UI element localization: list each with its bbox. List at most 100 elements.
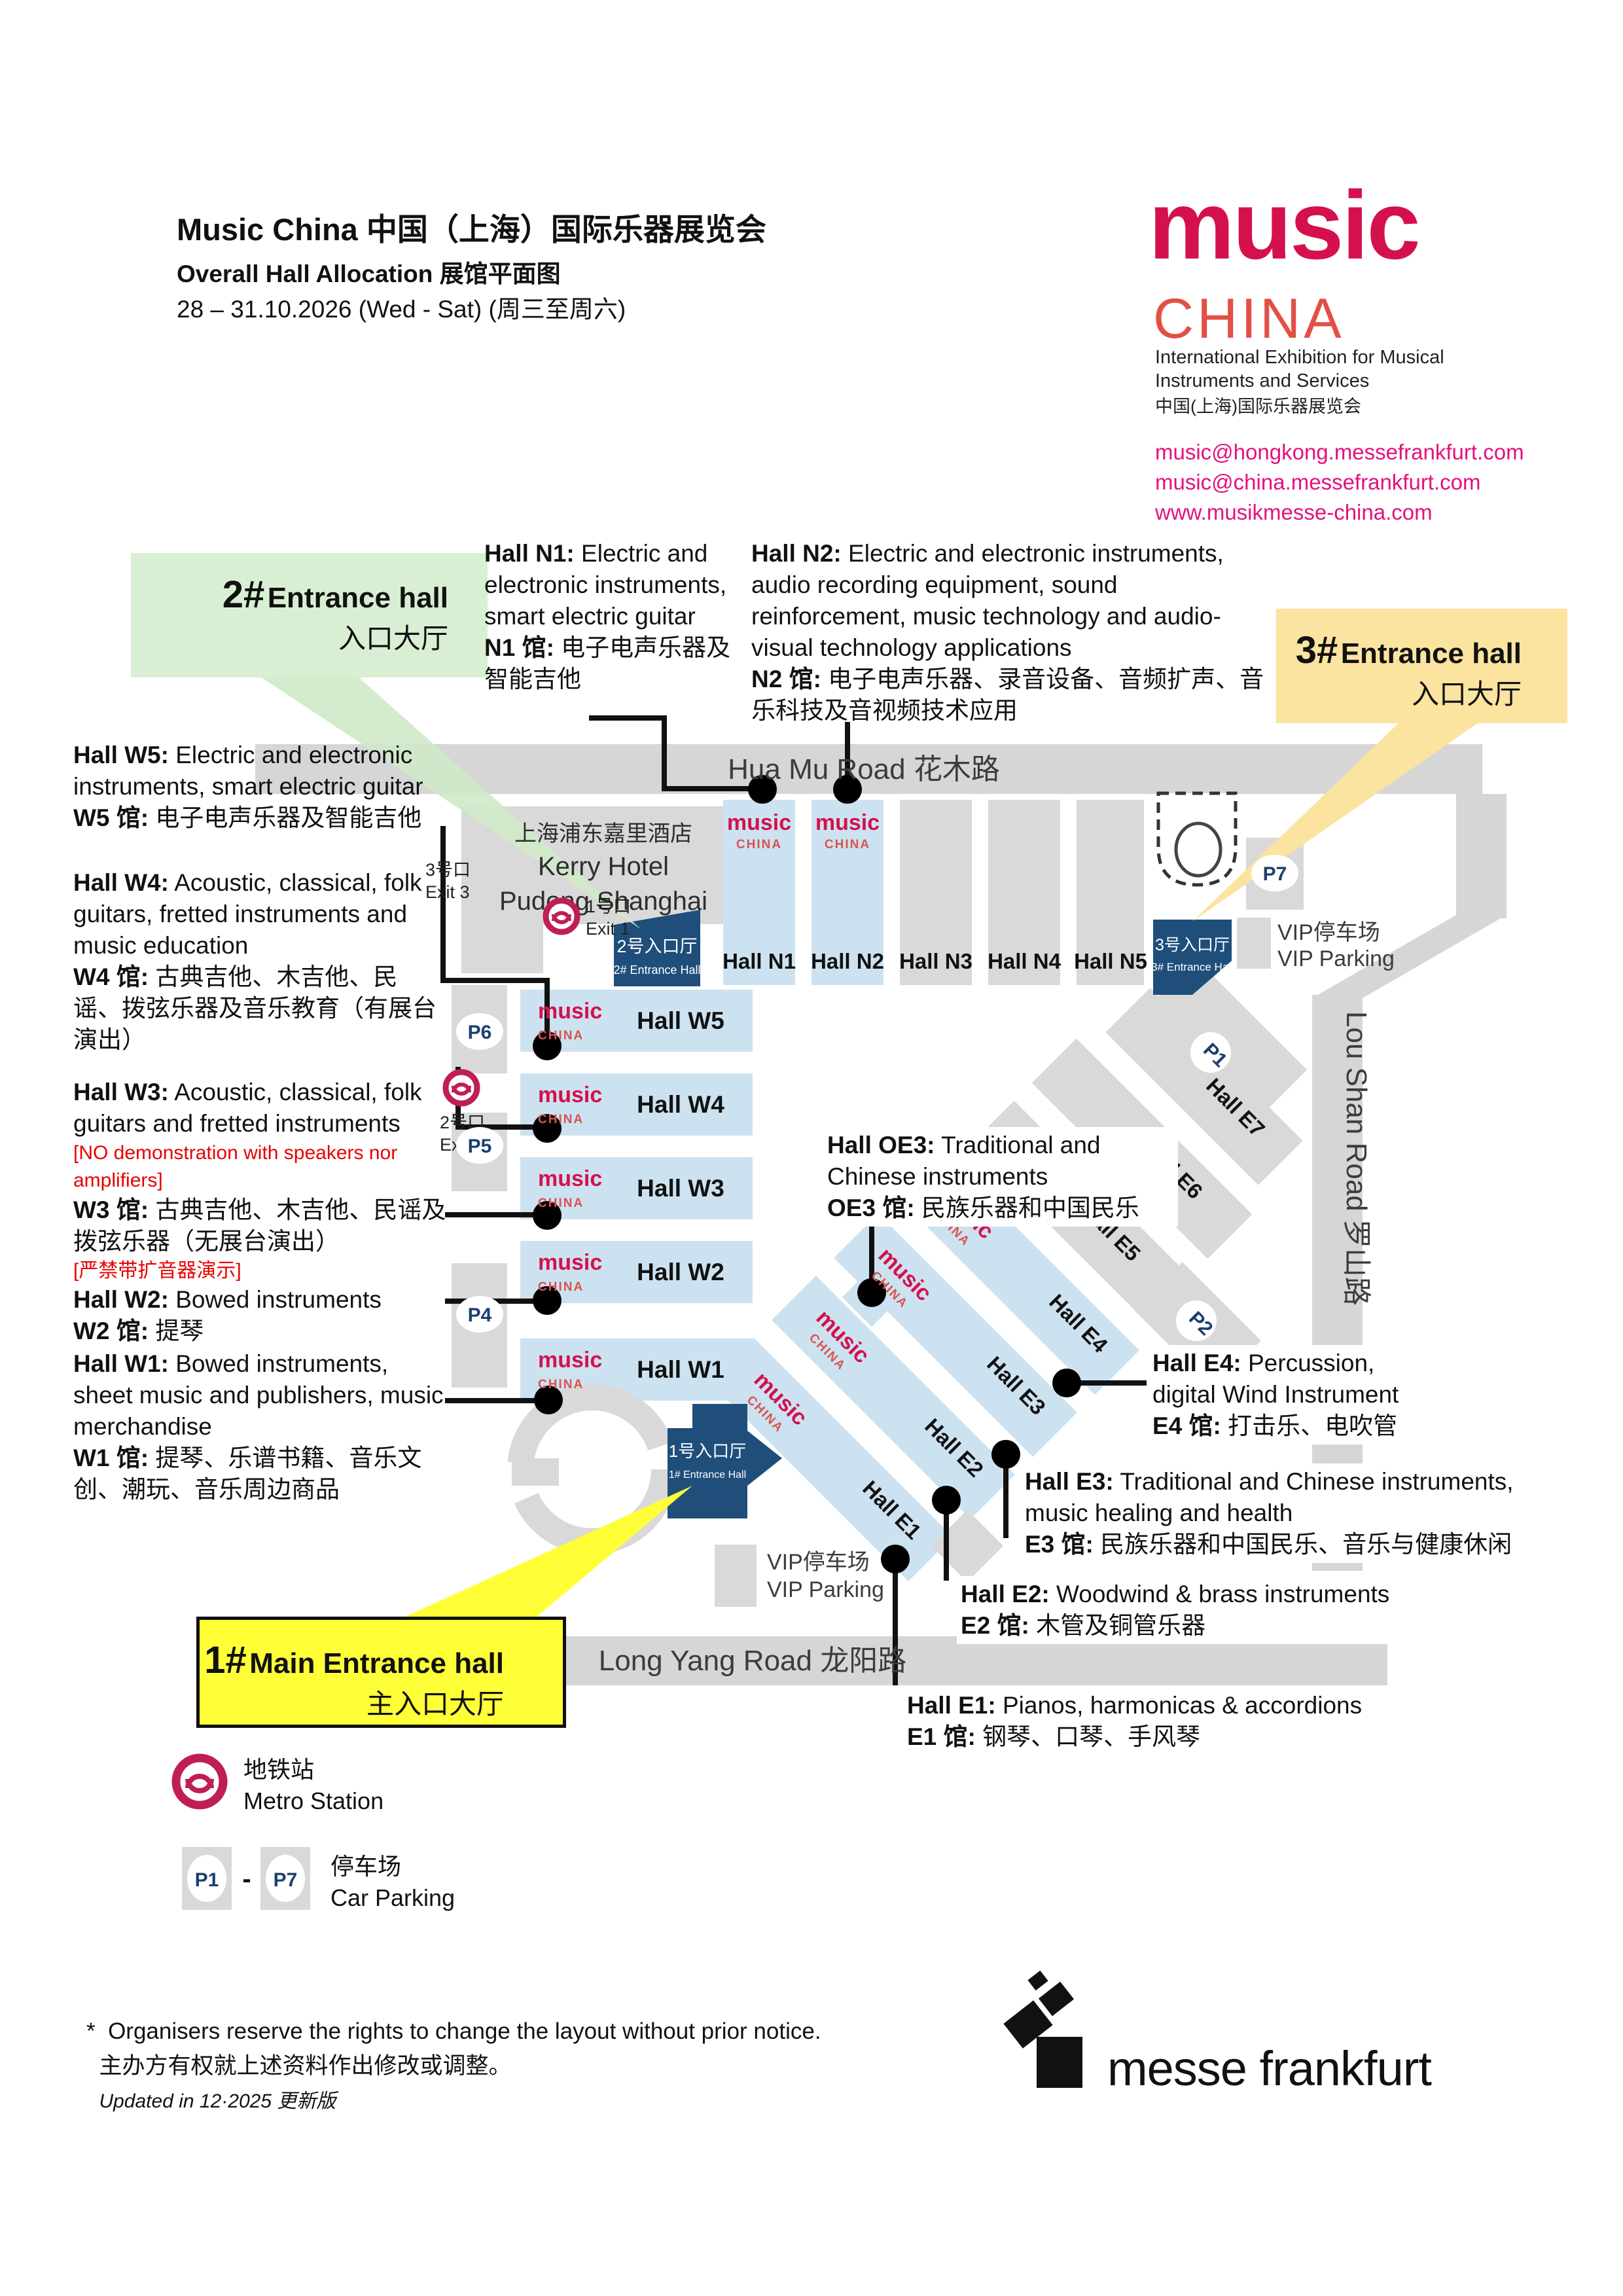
metro-icon-legend — [171, 1753, 228, 1810]
vip-bottom-block — [715, 1545, 757, 1607]
note-hall-w2: Hall W2: Bowed instruments W2 馆: 提琴 — [73, 1286, 382, 1345]
longyang-road-label: Long Yang Road 龙阳路 — [599, 1645, 906, 1677]
svg-text:P4: P4 — [468, 1304, 492, 1326]
callout-dot-n2 — [833, 775, 862, 804]
wedge-entrance-1 — [402, 1486, 692, 1618]
entrance-3-block — [1153, 920, 1232, 995]
music-logo-w4: music — [538, 1083, 602, 1107]
china-logo-w2: CHINA — [538, 1280, 584, 1294]
china-logo-n1: CHINA — [736, 838, 782, 852]
vip-top-label-cn: VIP停车场 — [1277, 920, 1380, 945]
legend-metro-cn: 地铁站 — [243, 1756, 315, 1783]
note-hall-w4: Hall W4: Acoustic, classical, folk guita… — [73, 869, 437, 1054]
note-hall-w5: Hall W5: Electric and electronic instrum… — [73, 742, 423, 832]
hall-n1-block — [723, 800, 795, 985]
legend-parking: 停车场 Car Parking — [330, 1851, 455, 1913]
parking-p2: P2 — [1176, 1300, 1217, 1341]
hotel-label-en1: Kerry Hotel — [538, 852, 669, 881]
music-china-logo-china: CHINA — [1153, 287, 1345, 350]
hall-n2-label: Hall N2 — [811, 949, 884, 973]
entrance-3-block-label-cn: 3号入口厅 — [1155, 936, 1230, 954]
music-logo-w1: music — [538, 1348, 602, 1372]
music-logo-w3: music — [538, 1166, 602, 1191]
disclaimer-star: * — [86, 2018, 96, 2044]
entrance-1-text-cn: 主入口大厅 — [366, 1689, 504, 1719]
callout-line-n1 — [589, 715, 759, 791]
hall-n5-block — [1077, 800, 1144, 985]
callout-dot-w1 — [534, 1386, 563, 1414]
callout-dot-w4 — [533, 1114, 562, 1143]
entrance-2-block — [614, 910, 700, 986]
entrance-2-text-en: Entrance hall — [267, 582, 448, 614]
hall-w3-label: Hall W3 — [637, 1175, 724, 1202]
hall-n5-label: Hall N5 — [1074, 949, 1147, 973]
loushan-road-bend — [1312, 915, 1507, 998]
logo-tagline-line2: Instruments and Services — [1155, 370, 1370, 392]
note-hall-n1: Hall N1: Electric and electronic instrum… — [484, 540, 731, 693]
updated-note: Updated in 12·2025 更新版 — [99, 2090, 336, 2112]
entrance-3-block-label-en: 3# Entrance Hall — [1151, 961, 1234, 973]
note-hall-e3: Hall E3: Traditional and Chinese instrum… — [1021, 1463, 1552, 1564]
exit3-label-cn: 3号口 — [425, 860, 471, 880]
disclaimer-cn: 主办方有权就上述资料作出修改或调整。 — [99, 2053, 512, 2079]
entrance-2-block-label-cn: 2号入口厅 — [616, 937, 697, 956]
parking-p7: P7 — [1251, 855, 1298, 891]
note-hall-oe3: Hall OE3: Traditional and Chinese instru… — [823, 1127, 1178, 1227]
wedge-entrance-2 — [259, 675, 641, 929]
legend-parking-cn: 停车场 — [330, 1853, 402, 1880]
callout-line-w5 — [440, 826, 550, 1044]
logo-tagline-line1: International Exhibition for Musical — [1155, 347, 1444, 368]
hall-n2-block — [812, 800, 883, 985]
legend-metro: 地铁站 Metro Station — [243, 1754, 383, 1816]
hall-w1-label: Hall W1 — [637, 1356, 724, 1383]
callout-dot-oe3 — [857, 1278, 886, 1307]
entrance-2-number: 2# — [222, 573, 265, 616]
hall-e2-block — [772, 1276, 1015, 1519]
logo-tagline: International Exhibition for Musical Ins… — [1155, 346, 1444, 418]
music-logo-w2: music — [538, 1250, 602, 1275]
event-dates: 28 – 31.10.2026 (Wed - Sat) (周三至周六) — [177, 296, 626, 323]
messe-frankfurt-logo-mark — [1003, 1970, 1082, 2088]
note-hall-e1: Hall E1: Pianos, harmonicas & accordions… — [903, 1687, 1395, 1756]
hall-n4-label: Hall N4 — [988, 949, 1061, 973]
hall-e7-block — [1105, 988, 1303, 1185]
hall-n3-block — [900, 800, 972, 985]
entrance-1-number: 1# — [204, 1639, 247, 1681]
legend-parking-en: Car Parking — [330, 1884, 455, 1911]
parking-p4: P4 — [456, 1296, 503, 1333]
hall-e1-block — [709, 1338, 953, 1581]
roundabout-stub — [512, 1458, 559, 1486]
vip-bottom-label-en: VIP Parking — [767, 1577, 884, 1602]
exit3-label-en: Exit 3 — [425, 882, 470, 902]
hotel-label-en2: Pudong Shanghai — [499, 887, 707, 916]
svg-text:P1: P1 — [195, 1869, 219, 1891]
disclaimer-en: Organisers reserve the rights to change … — [108, 2018, 821, 2044]
entrance-label-2: 2# Entrance hall 入口大厅 — [131, 553, 488, 677]
hall-n4-block — [988, 800, 1060, 985]
kerry-hotel-block-tab — [461, 924, 543, 973]
email-hongkong: music@hongkong.messefrankfurt.com — [1155, 440, 1524, 464]
svg-text:P6: P6 — [468, 1022, 492, 1043]
note-hall-e2: Hall E2: Woodwind & brass instruments E2… — [957, 1576, 1436, 1645]
exit1-label-cn: 1号口 — [586, 897, 631, 916]
entrance-1-block-label-cn: 1号入口厅 — [669, 1441, 746, 1461]
entrance-1-text-en: Main Entrance hall — [249, 1647, 504, 1679]
parking-p1: P1 — [1190, 1032, 1231, 1073]
website-link: www.musikmesse-china.com — [1155, 500, 1433, 525]
note-hall-w3: Hall W3: Acoustic, classical, folk guita… — [73, 1077, 446, 1285]
hotel-label-cn: 上海浦东嘉里酒店 — [514, 821, 692, 846]
callout-dot-e3 — [991, 1440, 1020, 1469]
entrance-3-text-en: Entrance hall — [1340, 637, 1522, 670]
page-subtitle: Overall Hall Allocation 展馆平面图 — [177, 260, 561, 287]
hall-e3-block — [834, 1213, 1077, 1457]
disclaimer: * Organisers reserve the rights to chang… — [86, 2015, 821, 2118]
no-speakers-warning-cn: [严禁带扩音器演示] — [73, 1260, 241, 1282]
callout-dot-w2 — [533, 1286, 562, 1315]
note-hall-e4: Hall E4: Percussion, digital Wind Instru… — [1149, 1345, 1438, 1445]
callout-dot-e4 — [1052, 1369, 1081, 1397]
svg-text:-: - — [242, 1865, 251, 1893]
vip-bottom-label-cn: VIP停车场 — [767, 1550, 870, 1575]
china-logo-n2: CHINA — [825, 838, 870, 852]
loushan-road-upper — [1456, 794, 1507, 918]
